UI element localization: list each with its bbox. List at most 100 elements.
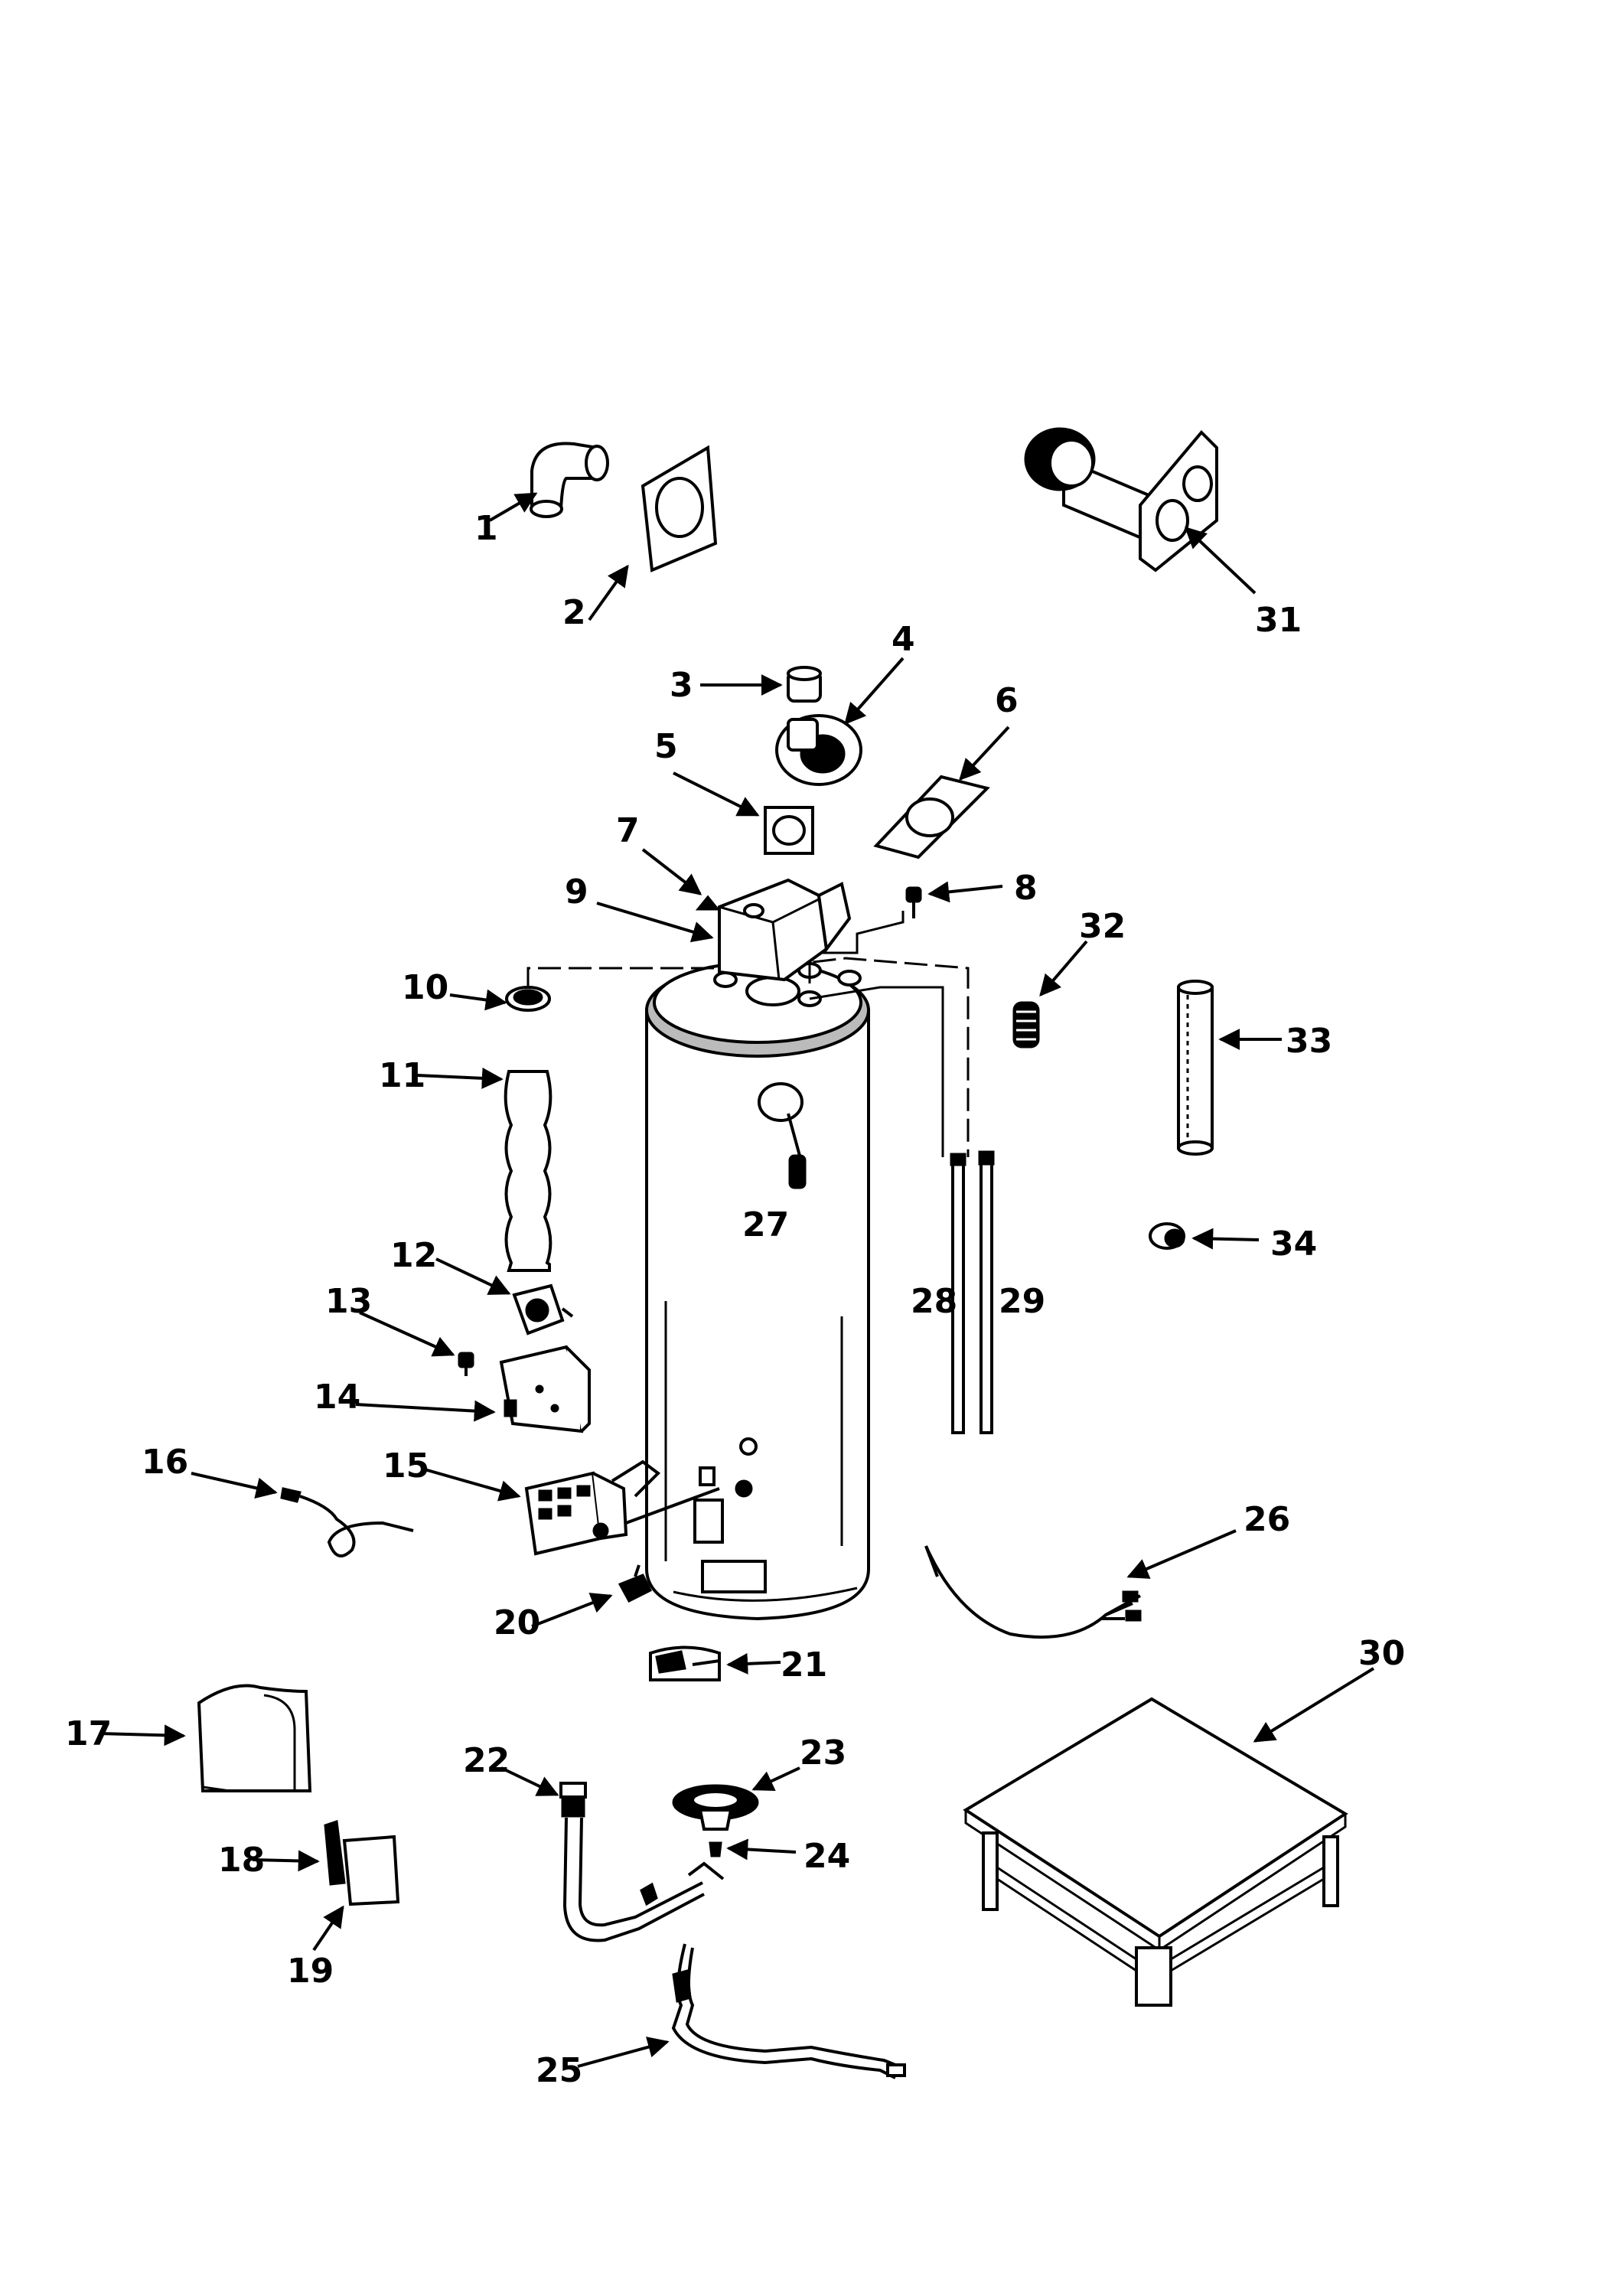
leader-arrow	[449, 989, 507, 1011]
callout-label: 24	[804, 1837, 850, 1876]
callout-label: 2	[562, 593, 586, 632]
callout-label: 20	[494, 1603, 540, 1642]
callout-label: 18	[218, 1841, 265, 1880]
callout-label: 29	[999, 1282, 1045, 1321]
part-3-cap	[787, 666, 822, 703]
callout-label: 15	[383, 1446, 429, 1486]
part-34-pipe-nipple	[1149, 1222, 1185, 1250]
callout-label: 25	[536, 2051, 582, 2090]
part-26-thermocouple-wiring	[924, 1545, 1142, 1639]
callout-label: 26	[1244, 1500, 1290, 1539]
connector-line	[809, 986, 944, 1157]
part-21-access-cover	[649, 1645, 721, 1681]
leader-arrow	[959, 726, 1010, 781]
callout-label: 28	[911, 1282, 957, 1321]
part-13-screw	[458, 1352, 474, 1376]
part-32-spring	[1012, 1001, 1040, 1049]
leader-arrow	[191, 1472, 278, 1499]
part-10-gasket	[505, 986, 551, 1012]
callout-label: 30	[1358, 1634, 1405, 1673]
part-20-drain-valve	[618, 1564, 653, 1603]
leader-arrow	[424, 1468, 521, 1502]
callout-label: 10	[402, 968, 448, 1007]
callout-label: 5	[654, 727, 678, 766]
callout-label: 11	[379, 1056, 425, 1095]
part-5-gasket	[764, 806, 814, 855]
callout-label: 19	[287, 1952, 334, 1991]
leader-arrow	[500, 1766, 559, 1796]
part-29-dip-tube	[978, 1150, 995, 1434]
part-1-vent-elbow	[530, 442, 609, 518]
part-2-gasket	[641, 445, 718, 572]
part-12-pressure-switch	[512, 1283, 574, 1336]
leader-arrow	[927, 881, 1003, 903]
callout-label: 6	[995, 681, 1019, 720]
callout-label: 22	[463, 1741, 510, 1780]
leader-arrow	[844, 657, 905, 726]
part-24-orifice	[709, 1841, 722, 1857]
leader-arrow	[641, 848, 702, 895]
leader-arrow	[726, 1838, 797, 1861]
part-14-mounting-bracket	[499, 1345, 591, 1433]
leader-arrow	[577, 2037, 670, 2068]
part-28-dip-tube	[950, 1153, 966, 1434]
callout-label: 31	[1255, 601, 1302, 640]
part-25-pilot-assembly	[671, 1943, 906, 2079]
leader-arrow	[99, 1724, 186, 1746]
callout-label: 1	[474, 509, 498, 548]
leader-arrow	[435, 1257, 511, 1295]
part-33-sleeve	[1177, 980, 1214, 1156]
part-11-flex-pipe	[504, 1070, 553, 1272]
leader-arrow	[726, 1652, 781, 1675]
callout-label: 4	[892, 620, 915, 659]
callout-label: 7	[616, 811, 640, 850]
callout-label: 27	[742, 1205, 789, 1244]
callout-label: 32	[1079, 907, 1126, 946]
callout-label: 13	[325, 1282, 372, 1321]
part-22-manifold-tube	[559, 1782, 725, 1942]
leader-arrow	[488, 492, 538, 522]
part-8-screw	[905, 886, 922, 918]
part-17-burner-shield	[197, 1684, 312, 1792]
callout-label: 23	[800, 1733, 846, 1773]
part-16-wire-harness	[280, 1487, 414, 1557]
part-19-window-panel	[342, 1835, 400, 1906]
leader-arrow	[1184, 527, 1257, 595]
leader-arrow	[252, 1850, 320, 1872]
leader-arrow	[416, 1067, 504, 1089]
leader-arrow	[751, 1766, 800, 1792]
leader-arrow	[1253, 1667, 1375, 1743]
part-6-plate-gasket	[873, 775, 990, 859]
leader-arrow	[355, 1400, 496, 1422]
leader-arrow	[1039, 940, 1088, 997]
callout-label: 16	[142, 1443, 188, 1482]
callout-label: 33	[1286, 1022, 1332, 1061]
callout-label: 8	[1014, 869, 1038, 908]
leader-arrow	[673, 771, 760, 817]
part-31-vent-terminal	[1024, 427, 1218, 572]
part-27-anode-fitting	[758, 1082, 807, 1189]
leader-arrow	[1126, 1529, 1237, 1579]
water-heater-tank	[645, 961, 870, 1621]
part-7-screw	[695, 895, 721, 911]
part-4-blower	[775, 714, 862, 786]
callout-label: 9	[565, 872, 588, 912]
callout-label: 3	[670, 666, 693, 705]
part-23-burner	[672, 1784, 759, 1831]
leader-arrow	[531, 1593, 613, 1628]
callout-label: 21	[781, 1645, 827, 1684]
part-9-blower-housing	[718, 878, 852, 982]
part-15-gas-control-valve	[524, 1459, 720, 1556]
leader-arrow	[596, 902, 714, 943]
callout-label: 12	[390, 1236, 437, 1275]
leader-arrow	[588, 564, 629, 621]
leader-arrow	[312, 1905, 344, 1952]
part-30-heater-stand	[963, 1697, 1348, 2007]
callout-label: 14	[314, 1378, 360, 1417]
leader-arrow	[359, 1311, 455, 1357]
leader-arrow	[1191, 1228, 1260, 1250]
callout-label: 17	[65, 1714, 112, 1753]
part-18-bracket	[324, 1819, 346, 1886]
callout-label: 34	[1270, 1225, 1317, 1264]
